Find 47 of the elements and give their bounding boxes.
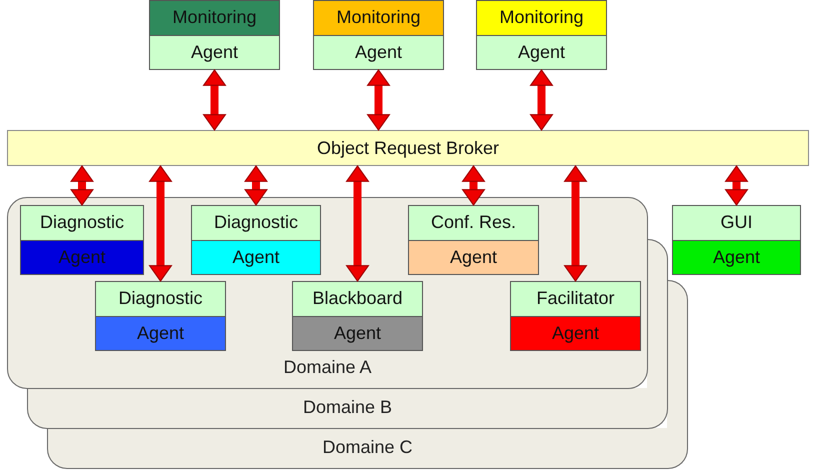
- agent-box: [313, 0, 444, 70]
- agent-title: Blackboard: [293, 282, 422, 316]
- domain-panel: [47, 428, 688, 469]
- agent-title: Diagnostic: [21, 206, 143, 240]
- double-arrow: [530, 69, 553, 131]
- agent-label: Agent: [192, 240, 320, 274]
- agent-label: Agent: [409, 240, 538, 274]
- agent-label: Agent: [477, 34, 606, 69]
- domain-label: Domaine C: [321, 437, 414, 458]
- agent-box: [292, 281, 423, 351]
- agent-label: Agent: [150, 34, 279, 69]
- agent-label: Agent: [673, 240, 800, 274]
- agent-title: Monitoring: [477, 1, 606, 34]
- agent-label: Agent: [293, 316, 422, 350]
- agent-title: Conf. Res.: [409, 206, 538, 240]
- double-arrow: [725, 165, 748, 206]
- double-arrow: [462, 165, 485, 206]
- double-arrow: [244, 165, 268, 206]
- agent-box: [191, 205, 321, 275]
- double-arrow: [346, 165, 369, 282]
- agent-box: [476, 0, 607, 70]
- agent-label: Agent: [21, 240, 143, 274]
- double-arrow: [203, 69, 226, 131]
- agent-box: [149, 0, 280, 70]
- agent-title: Monitoring: [150, 1, 279, 34]
- broker-bar: Object Request Broker: [7, 130, 809, 166]
- agent-title: GUI: [673, 206, 800, 240]
- domain-panel: [7, 197, 648, 389]
- agent-box: [510, 281, 641, 351]
- agent-label: Agent: [96, 316, 225, 350]
- double-arrow: [149, 165, 172, 282]
- agent-label: Agent: [511, 316, 640, 350]
- agent-box: [20, 205, 144, 275]
- agent-title: Diagnostic: [192, 206, 320, 240]
- agent-title: Diagnostic: [96, 282, 225, 316]
- agent-label: Agent: [314, 34, 443, 69]
- domain-label: Domaine B: [302, 397, 394, 418]
- domain-panel: [27, 388, 668, 429]
- double-arrow: [70, 165, 94, 206]
- agent-box: [95, 281, 226, 351]
- agent-box: [672, 205, 801, 275]
- agent-title: Monitoring: [314, 1, 443, 34]
- domain-label: Domaine A: [282, 357, 373, 378]
- double-arrow: [564, 165, 587, 282]
- agent-title: Facilitator: [511, 282, 640, 316]
- agent-box: [408, 205, 539, 275]
- double-arrow: [367, 69, 390, 131]
